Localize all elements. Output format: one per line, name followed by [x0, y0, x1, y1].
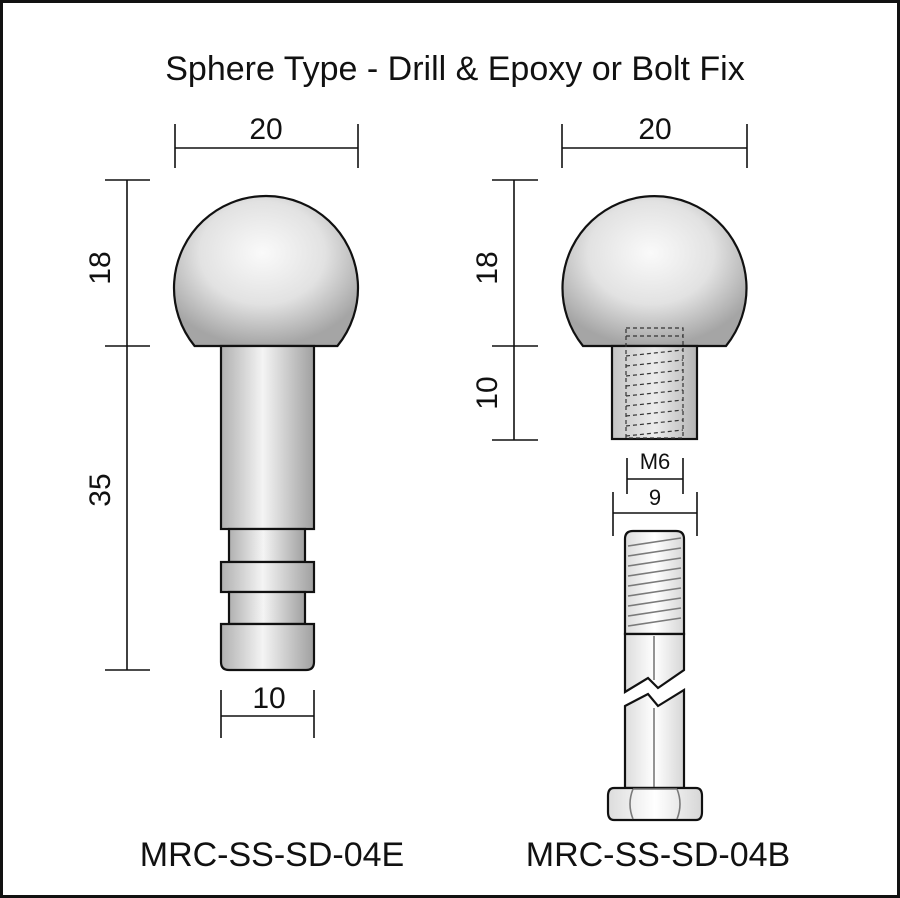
right-thread-label: M6 — [640, 449, 671, 474]
right-bolt-width-dimension: 9 — [612, 485, 698, 536]
diagram-title: Sphere Type - Drill & Epoxy or Bolt Fix — [165, 50, 744, 88]
left-width-dimension: 20 — [174, 113, 359, 168]
left-ring-1 — [219, 560, 316, 594]
right-width-dimension: 20 — [561, 113, 748, 168]
right-socket-length-label: 10 — [471, 376, 504, 409]
left-width-label: 20 — [249, 113, 282, 146]
left-shaft — [219, 344, 316, 531]
left-sphere-height-label: 18 — [84, 251, 117, 284]
right-sphere-height-label: 18 — [471, 251, 504, 284]
right-thread-dimension: M6 — [626, 449, 684, 494]
right-part: 20 18 10 — [471, 113, 790, 874]
right-sphere — [561, 195, 748, 348]
left-sphere — [172, 194, 360, 348]
right-width-label: 20 — [638, 113, 671, 146]
right-internal-thread — [625, 327, 684, 439]
right-bolt-thread-lines — [627, 537, 682, 627]
left-tip — [219, 622, 316, 672]
left-height-dimensions: 18 35 — [84, 179, 150, 671]
right-bolt-width-label: 9 — [649, 485, 661, 510]
left-shaft-length-label: 35 — [84, 473, 117, 506]
left-model-label: MRC-SS-SD-04E — [140, 836, 404, 874]
left-groove-2 — [227, 590, 307, 626]
left-diameter-dimension: 10 — [220, 682, 315, 738]
right-model-label: MRC-SS-SD-04B — [526, 836, 790, 874]
right-bolt-head — [606, 786, 704, 822]
right-height-dimensions: 18 10 — [471, 179, 538, 441]
left-part: 20 18 35 10 MRC-SS-SD-04E — [84, 113, 404, 874]
left-diameter-label: 10 — [252, 682, 285, 715]
left-groove-1 — [227, 527, 307, 564]
